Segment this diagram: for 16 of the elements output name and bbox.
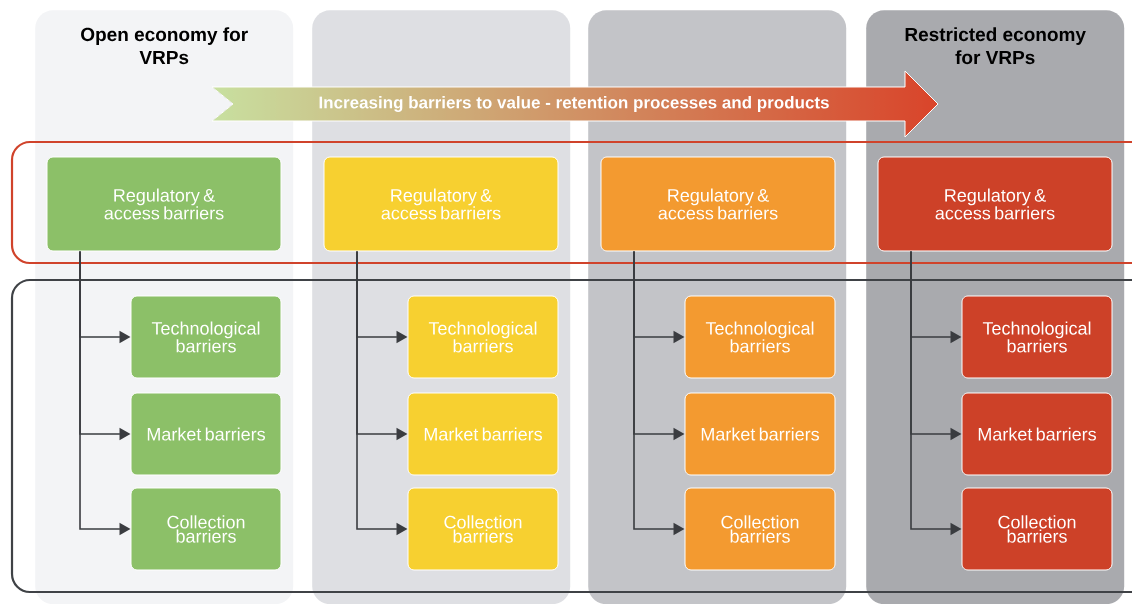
barrier-box: Collection barriers — [961, 487, 1113, 571]
barrier-box: Market barriers — [407, 392, 559, 476]
barrier-box: Technological barriers — [130, 295, 282, 379]
barrier-box: Regulatory & access barriers — [46, 156, 282, 252]
barrier-box: Market barriers — [961, 392, 1113, 476]
barrier-box: Regulatory & access barriers — [600, 156, 836, 252]
barrier-box: Technological barriers — [961, 295, 1113, 379]
barrier-box: Collection barriers — [684, 487, 836, 571]
barrier-box: Regulatory & access barriers — [877, 156, 1113, 252]
barrier-box: Regulatory & access barriers — [323, 156, 559, 252]
barrier-box: Market barriers — [684, 392, 836, 476]
barrier-box: Technological barriers — [684, 295, 836, 379]
barrier-box: Market barriers — [130, 392, 282, 476]
barrier-box: Collection barriers — [130, 487, 282, 571]
barrier-box: Technological barriers — [407, 295, 559, 379]
barrier-box: Collection barriers — [407, 487, 559, 571]
